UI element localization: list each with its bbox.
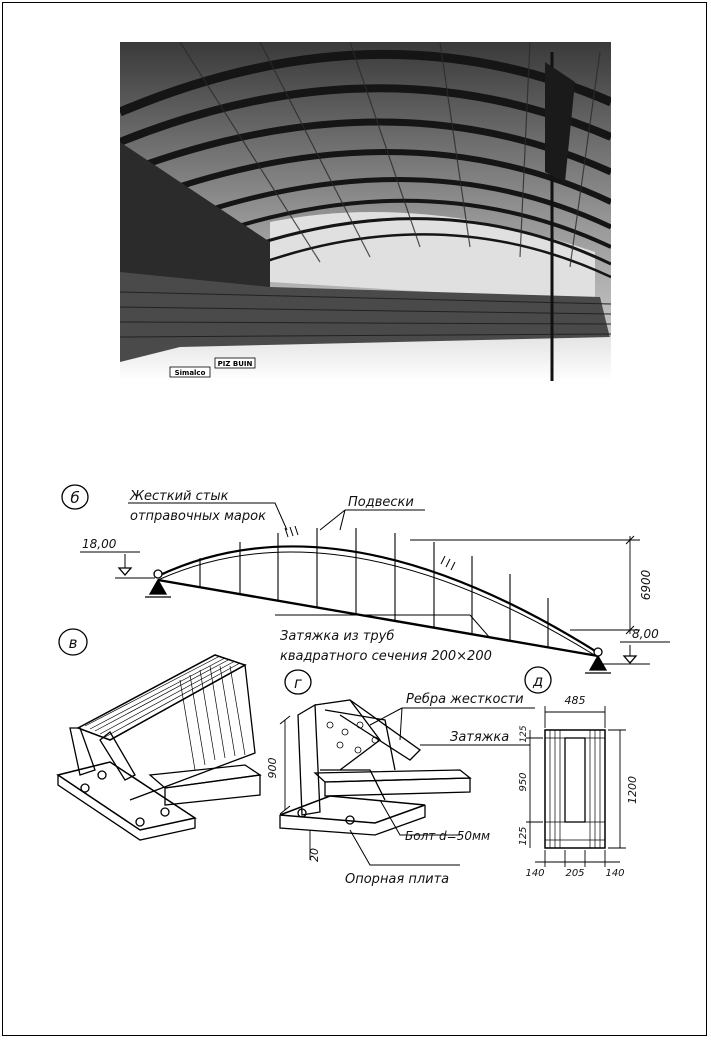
panel-v-letter: в (69, 634, 78, 652)
dim-125-bot: 125 (518, 826, 529, 845)
hangers (199, 528, 549, 647)
panel-d (524, 666, 626, 867)
dim-900: 900 (266, 758, 279, 779)
panel-g-circle (284, 669, 312, 695)
panel-d-circle (524, 666, 552, 694)
tie-rod (157, 578, 599, 658)
arch-diagram: б в г д Жесткий стык отправочных марок П… (56, 484, 670, 887)
dim-20: 20 (308, 848, 321, 862)
rigid-joint-label-1: Жесткий стык (129, 489, 229, 504)
base-plate-label: Опорная плита (345, 872, 449, 887)
dim-140-right: 140 (605, 868, 624, 879)
arch-chord (157, 545, 601, 655)
bolt-label: Болт d=50мм (405, 829, 490, 843)
right-level: 8,00 (632, 627, 659, 641)
tie-label-1: Затяжка из труб (280, 629, 394, 644)
tie-label-g: Затяжка (450, 730, 509, 745)
photo-sign-2: PIZ BUIN (218, 360, 253, 368)
dim-140-left: 140 (525, 868, 544, 879)
rigid-joint-label-2: отправочных марок (130, 509, 266, 524)
tie-label-2: квадратного сечения 200×200 (280, 649, 492, 664)
panel-g-letter: г (294, 674, 302, 692)
dim-485: 485 (565, 694, 586, 707)
panel-v-circle (58, 628, 88, 656)
arch-height-dim: 6900 (639, 569, 653, 600)
panel-g (279, 669, 535, 866)
dim-1200: 1200 (626, 776, 639, 804)
panel-d-letter: д (532, 672, 543, 690)
dim-950: 950 (518, 772, 529, 791)
left-level: 18,00 (82, 537, 117, 551)
panel-b (61, 484, 670, 674)
dim-125-top: 125 (519, 725, 529, 742)
dim-205: 205 (565, 868, 584, 879)
panel-b-letter: б (70, 489, 79, 507)
panel-v (56, 628, 262, 841)
photo-sign-1: Simalco (175, 369, 206, 377)
arena-photo: Simalco PIZ BUIN (120, 42, 611, 381)
hangers-label: Подвески (348, 495, 414, 510)
stiffening-ribs-label: Ребра жесткости (406, 692, 524, 707)
panel-b-circle (61, 484, 89, 510)
